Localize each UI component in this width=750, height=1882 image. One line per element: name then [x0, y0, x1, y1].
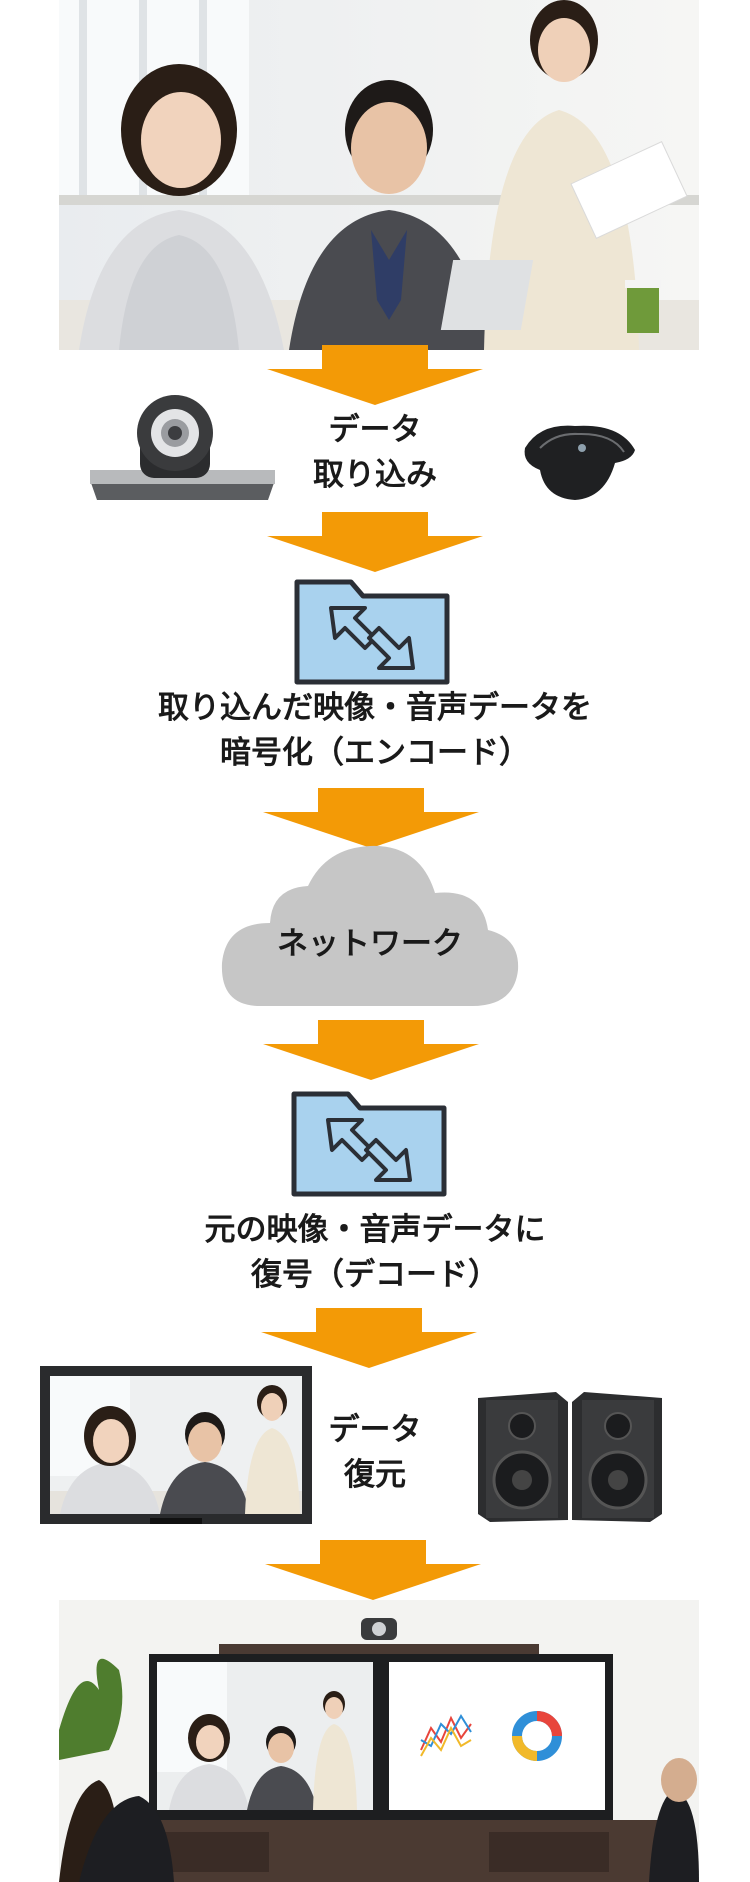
encode-label-line2: 暗号化（エンコード） [220, 734, 530, 771]
encode-label: 取り込んだ映像・音声データを 暗号化（エンコード） [100, 686, 650, 776]
stereo-speakers-image [478, 1388, 662, 1522]
flow-arrow-2 [267, 512, 483, 572]
decode-label-line2: 復号（デコード） [251, 1256, 499, 1293]
meeting-participants-photo [59, 0, 699, 350]
ptz-camera-image [90, 388, 275, 508]
conference-speakerphone-image [520, 418, 640, 503]
decode-label-line1: 元の映像・音声データに [204, 1212, 546, 1248]
restore-label-line1: データ [328, 1412, 422, 1448]
capture-label-line2: 取り込み [313, 456, 437, 493]
flow-arrow-3 [263, 788, 479, 848]
network-cloud-icon [220, 838, 520, 1008]
encode-folder-icon [293, 578, 451, 686]
capture-label: データ 取り込み [290, 408, 460, 498]
receiving-conference-room-photo [59, 1600, 699, 1882]
restore-label-line2: 復元 [344, 1456, 406, 1493]
flow-arrow-5 [261, 1308, 477, 1368]
restore-label: データ 復元 [300, 1408, 450, 1498]
flow-arrow-4 [263, 1020, 479, 1080]
decode-folder-icon [290, 1090, 448, 1198]
capture-label-line1: データ [328, 412, 422, 448]
encode-label-line1: 取り込んだ映像・音声データを [158, 690, 592, 726]
monitor-display-image [40, 1366, 312, 1526]
network-label: ネットワーク [277, 926, 463, 962]
decode-label: 元の映像・音声データに 復号（デコード） [130, 1208, 620, 1298]
flow-arrow-6 [265, 1540, 481, 1600]
flow-arrow-1 [267, 345, 483, 405]
